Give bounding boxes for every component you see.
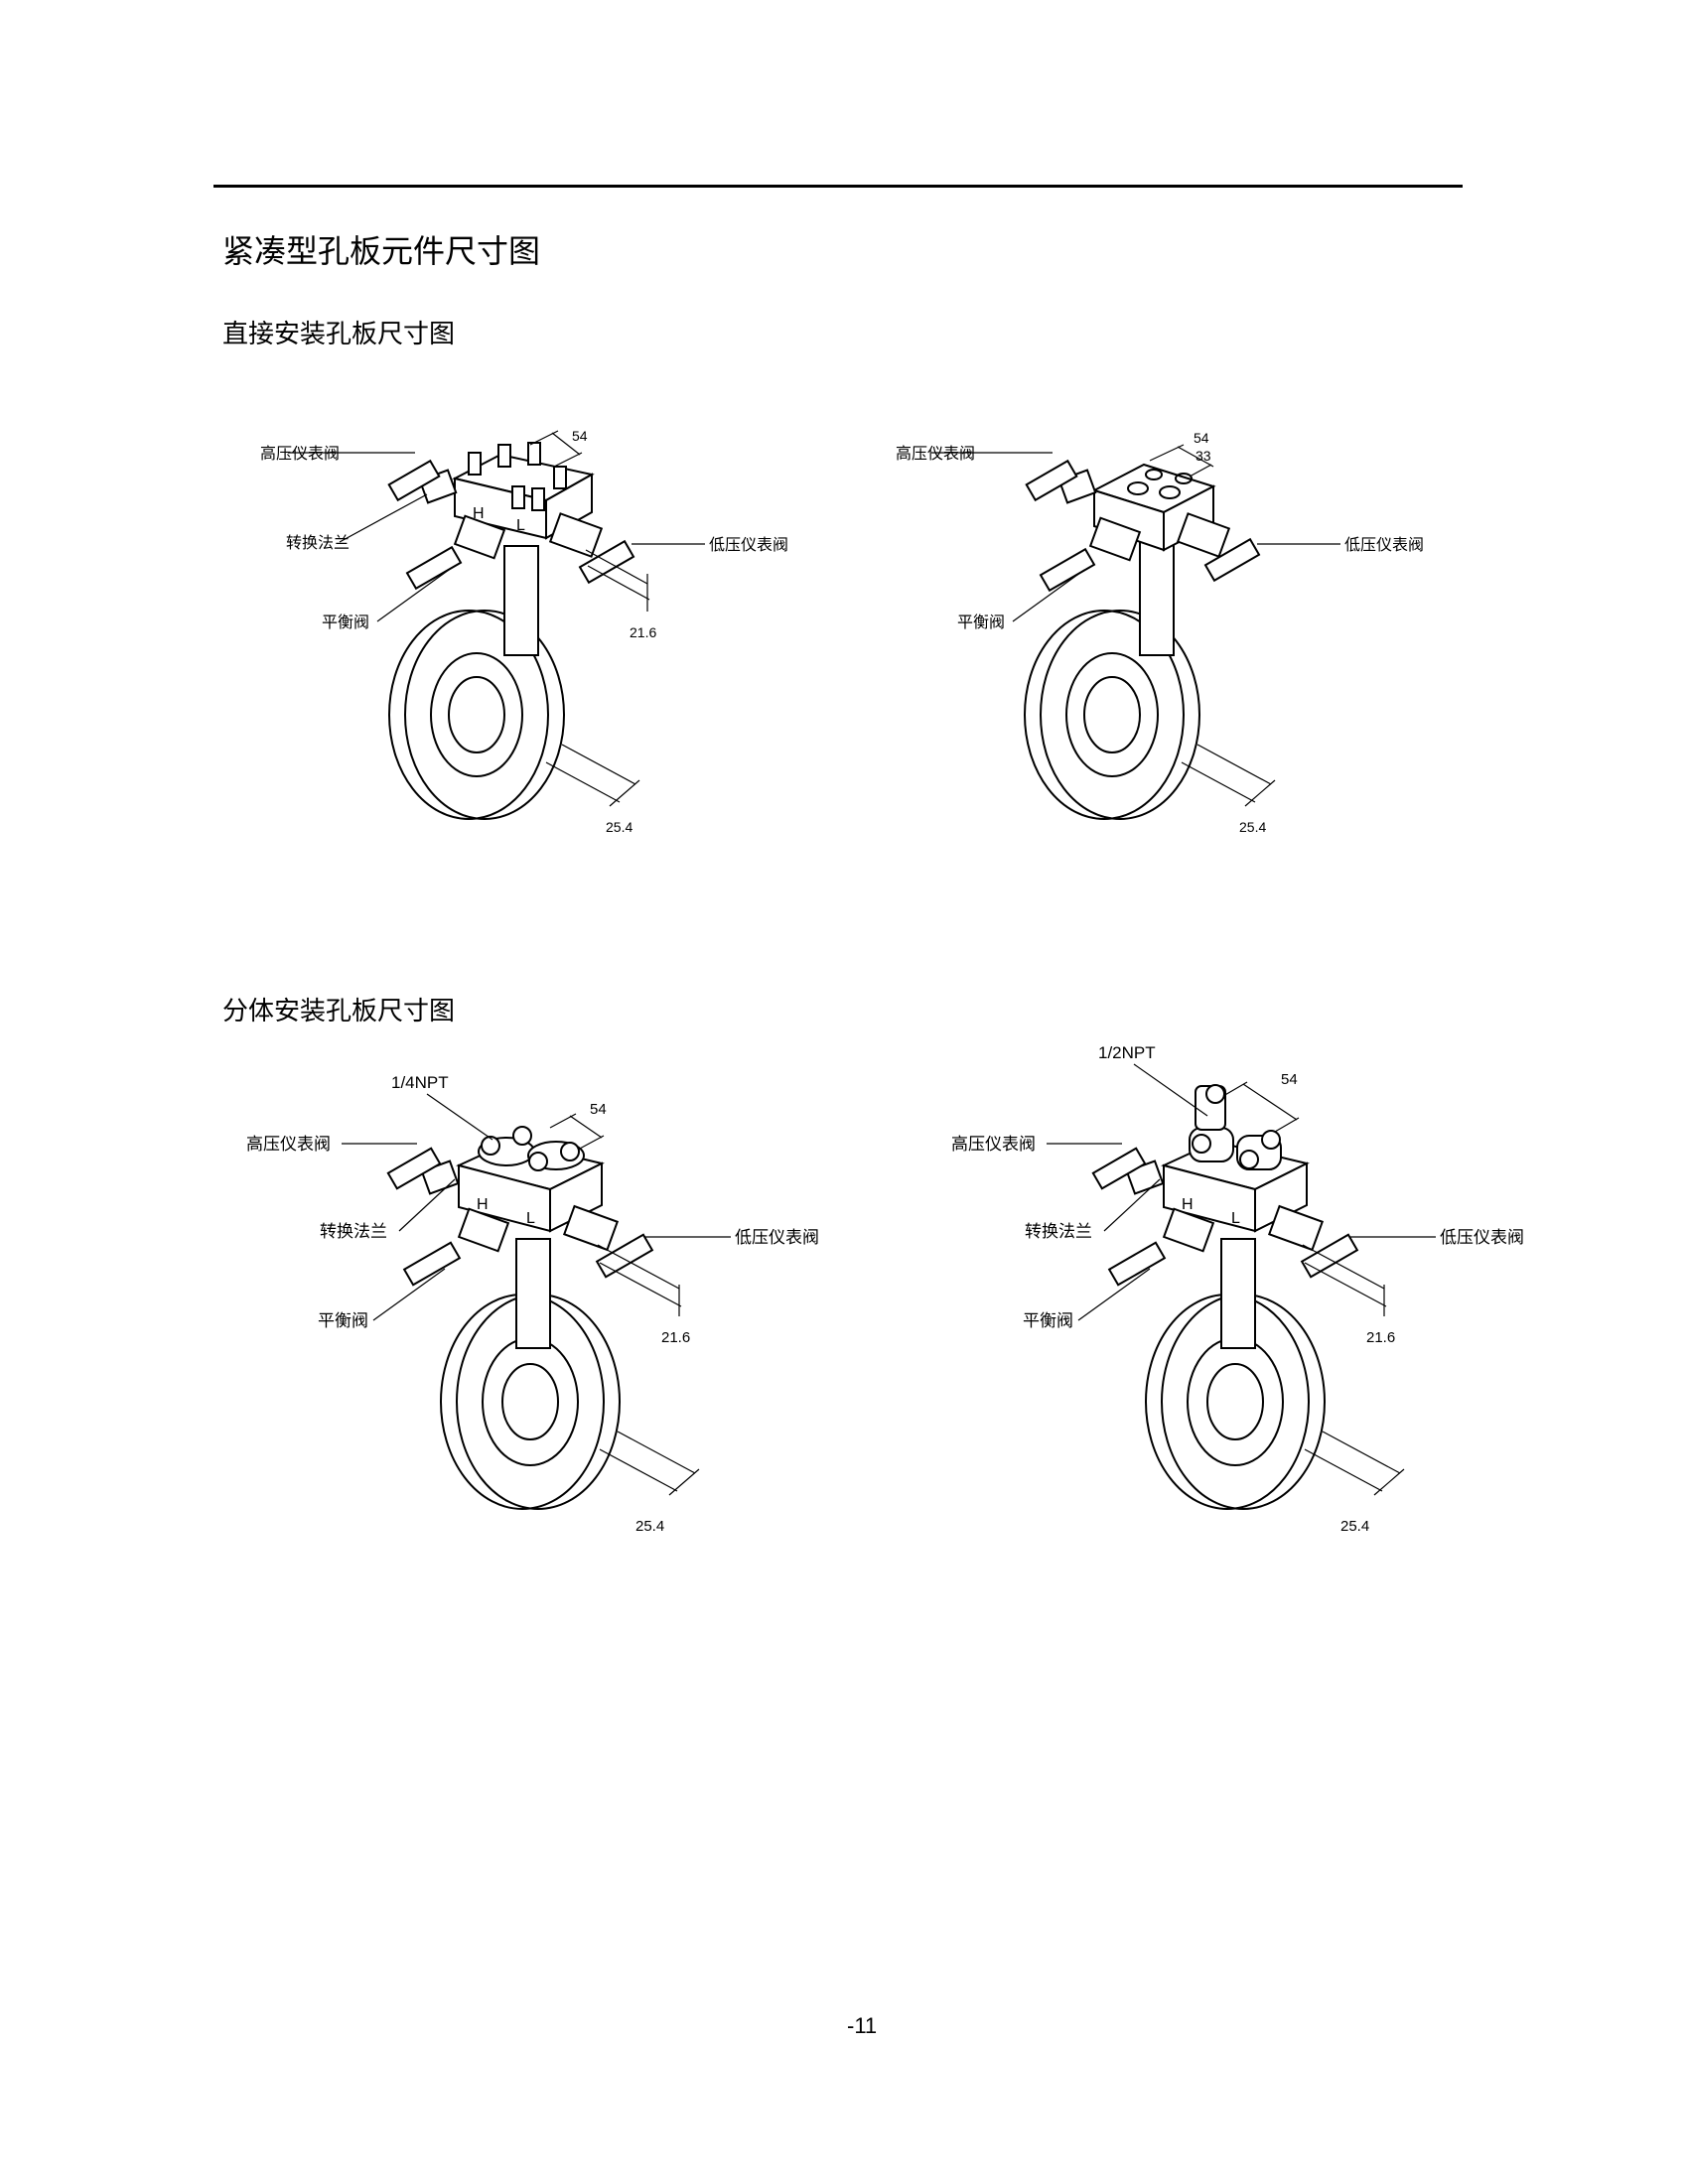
dim-plate-value: 25.4 (635, 1518, 664, 1535)
label-balance-valve: 平衡阀 (957, 614, 1005, 631)
low-side-marking: L (1231, 1210, 1240, 1227)
high-pressure-valve-drawing (1025, 459, 1097, 504)
dimension-top (529, 430, 583, 468)
low-pressure-valve-drawing (1176, 512, 1261, 583)
stem-drawing (1139, 535, 1175, 656)
dim-plate-value: 25.4 (1239, 819, 1266, 835)
dim-top-value: 54 (572, 428, 588, 444)
label-balance-valve: 平衡阀 (1023, 1311, 1073, 1330)
label-balance-valve: 平衡阀 (322, 614, 369, 631)
dimension-top (1149, 444, 1214, 478)
page-title: 紧凑型孔板元件尺寸图 (222, 232, 541, 270)
high-pressure-valve-drawing (387, 459, 458, 504)
leader-balance-valve (376, 569, 450, 622)
balance-valve-drawing (402, 1207, 510, 1287)
leader-port (426, 1093, 493, 1141)
label-low-pressure-valve: 低压仪表阀 (735, 1228, 819, 1247)
section-heading-direct-mount: 直接安装孔板尺寸图 (222, 320, 456, 349)
label-high-pressure-valve: 高压仪表阀 (896, 445, 975, 463)
figure-remote-mount-half-npt: H L 1/2NPT 高压仪表阀 转换法兰 平衡阀 低压仪表阀 54 21.6 … (951, 1043, 1524, 1535)
high-side-marking: H (1182, 1196, 1194, 1213)
balance-valve-drawing (1107, 1207, 1215, 1287)
dim-side-value: 21.6 (661, 1329, 690, 1346)
dimension-plate (1181, 744, 1276, 807)
header-rule (213, 185, 1463, 188)
balance-valve-drawing (1039, 516, 1142, 593)
label-low-pressure-valve: 低压仪表阀 (709, 536, 788, 554)
label-high-pressure-valve: 高压仪表阀 (246, 1135, 331, 1154)
leader-flange (398, 1178, 456, 1232)
label-high-pressure-valve: 高压仪表阀 (951, 1135, 1036, 1154)
dim-plate-value: 25.4 (606, 819, 633, 835)
figure-remote-mount-quarter-npt: H L 1/4NPT 高压仪表阀 转换法兰 平衡阀 低压仪表阀 54 21.6 … (246, 1073, 819, 1535)
page-number: -11 (847, 2013, 878, 2038)
low-pressure-valve-drawing (548, 512, 635, 585)
low-pressure-valve-drawing (1267, 1204, 1359, 1279)
dimension-plate (1304, 1431, 1405, 1496)
figure-direct-mount: 高压仪表阀 平衡阀 低压仪表阀 54 33 25.4 (896, 430, 1424, 835)
dimension-top (1222, 1081, 1300, 1133)
high-side-marking: H (477, 1196, 489, 1213)
stem-drawing (503, 545, 539, 656)
manifold-drawing (456, 1126, 605, 1233)
dimension-top (549, 1113, 605, 1151)
orifice-plate-drawing (388, 610, 565, 820)
leader-port (1133, 1063, 1208, 1117)
dim-side-value: 21.6 (1366, 1329, 1395, 1346)
label-balance-valve: 平衡阀 (318, 1311, 368, 1330)
dim-inner-value: 33 (1196, 448, 1211, 464)
dimension-plate (545, 744, 640, 807)
dimension-plate (599, 1431, 700, 1496)
manifold-drawing (1161, 1084, 1310, 1233)
label-conversion-flange: 转换法兰 (320, 1222, 387, 1241)
label-conversion-flange: 转换法兰 (286, 534, 350, 552)
label-port-size: 1/2NPT (1098, 1043, 1156, 1062)
high-side-marking: H (473, 505, 485, 522)
low-side-marking: L (516, 517, 525, 534)
label-low-pressure-valve: 低压仪表阀 (1344, 536, 1424, 554)
orifice-plate-drawing (1024, 610, 1200, 820)
dim-top-value: 54 (590, 1101, 607, 1118)
low-pressure-valve-drawing (562, 1204, 654, 1279)
label-low-pressure-valve: 低压仪表阀 (1440, 1228, 1524, 1247)
label-conversion-flange: 转换法兰 (1025, 1222, 1092, 1241)
dimension-side (585, 549, 650, 612)
balance-valve-drawing (405, 514, 506, 591)
figure-direct-mount-with-flange: H L 高压仪表阀 转换法兰 平衡阀 低压仪表阀 54 21.6 25.4 (260, 428, 788, 835)
leader-balance-valve (1077, 1268, 1151, 1321)
dimension-side (1302, 1244, 1387, 1316)
label-port-size: 1/4NPT (391, 1073, 449, 1092)
leader-flange (339, 493, 428, 543)
leader-balance-valve (1012, 569, 1085, 622)
dim-top-value: 54 (1194, 430, 1209, 446)
dimension-side (597, 1244, 682, 1316)
dim-top-value: 54 (1281, 1071, 1298, 1088)
low-side-marking: L (526, 1210, 535, 1227)
dim-plate-value: 25.4 (1340, 1518, 1369, 1535)
stem-drawing (515, 1238, 551, 1349)
leader-flange (1103, 1178, 1161, 1232)
stem-drawing (1220, 1238, 1256, 1349)
label-high-pressure-valve: 高压仪表阀 (260, 445, 340, 463)
section-heading-remote-mount: 分体安装孔板尺寸图 (222, 997, 456, 1026)
dim-side-value: 21.6 (630, 624, 656, 640)
leader-balance-valve (372, 1268, 446, 1321)
